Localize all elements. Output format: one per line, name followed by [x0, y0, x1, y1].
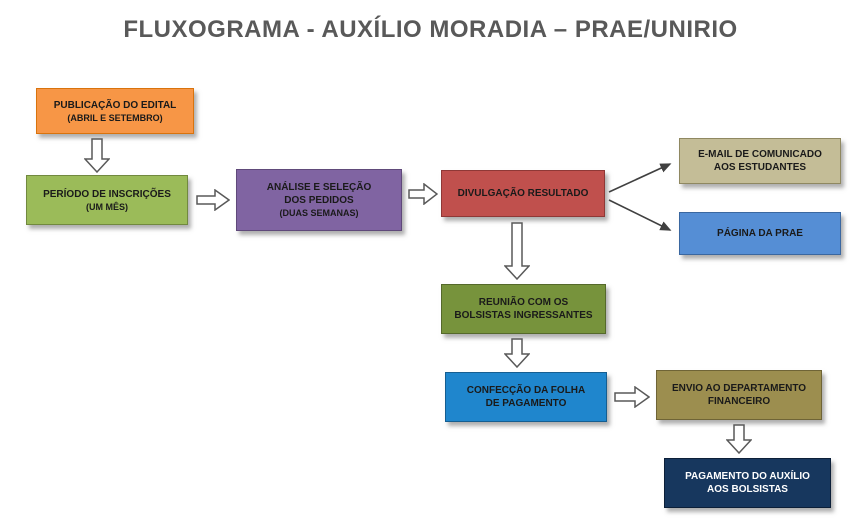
node-pagina-prae: PÁGINA DA PRAE — [679, 212, 841, 255]
node-label: REUNIÃO COM OS — [478, 297, 569, 308]
node-label: ENVIO AO DEPARTAMENTO — [671, 383, 807, 394]
node-analise-selecao: ANÁLISE E SELEÇÃO DOS PEDIDOS (DUAS SEMA… — [236, 169, 402, 231]
node-reuniao-bolsistas: REUNIÃO COM OS BOLSISTAS INGRESSANTES — [441, 284, 606, 334]
node-email-comunicado: E-MAIL DE COMUNICADO AOS ESTUDANTES — [679, 138, 841, 184]
node-label: DOS PEDIDOS — [284, 195, 354, 206]
node-label: FINANCEIRO — [707, 396, 771, 407]
node-label: PAGAMENTO DO AUXÍLIO — [685, 471, 810, 482]
node-label: PERÍODO DE INSCRIÇÕES — [43, 188, 171, 200]
node-periodo-inscricoes: PERÍODO DE INSCRIÇÕES (UM MÊS) — [26, 175, 188, 225]
node-pagamento-auxilio: PAGAMENTO DO AUXÍLIO AOS BOLSISTAS — [664, 458, 831, 508]
node-label: E-MAIL DE COMUNICADO — [698, 149, 822, 160]
node-label: DE PAGAMENTO — [485, 398, 567, 409]
node-sublabel: (ABRIL E SETEMBRO) — [67, 112, 163, 123]
node-label: AOS BOLSISTAS — [707, 484, 788, 495]
node-label: PUBLICAÇÃO DO EDITAL — [53, 99, 177, 111]
block-arrow-right-icon — [614, 386, 650, 408]
node-divulgacao-resultado: DIVULGAÇÃO RESULTADO — [441, 170, 605, 217]
block-arrow-right-icon — [408, 183, 438, 205]
node-label: ANÁLISE E SELEÇÃO — [266, 182, 372, 193]
node-label: PÁGINA DA PRAE — [717, 228, 803, 239]
node-label: BOLSISTAS INGRESSANTES — [454, 310, 593, 321]
node-sublabel: (DUAS SEMANAS) — [279, 208, 359, 218]
node-sublabel: (UM MÊS) — [86, 201, 128, 212]
page-title: FLUXOGRAMA - AUXÍLIO MORADIA – PRAE/UNIR… — [123, 16, 738, 43]
block-arrow-right-icon — [196, 189, 230, 211]
node-label: DIVULGAÇÃO RESULTADO — [457, 188, 589, 199]
block-arrow-down-icon — [84, 138, 110, 173]
block-arrow-down-icon — [504, 338, 530, 368]
node-label: AOS ESTUDANTES — [713, 162, 807, 173]
line-arrows-diagonal-icon — [606, 150, 680, 242]
node-label: CONFECÇÃO DA FOLHA — [466, 385, 586, 396]
node-publicacao-edital: PUBLICAÇÃO DO EDITAL (ABRIL E SETEMBRO) — [36, 88, 194, 134]
node-envio-departamento: ENVIO AO DEPARTAMENTO FINANCEIRO — [656, 370, 822, 420]
block-arrow-down-icon — [504, 222, 530, 280]
block-arrow-down-icon — [726, 424, 752, 454]
node-confeccao-folha: CONFECÇÃO DA FOLHA DE PAGAMENTO — [445, 372, 607, 422]
